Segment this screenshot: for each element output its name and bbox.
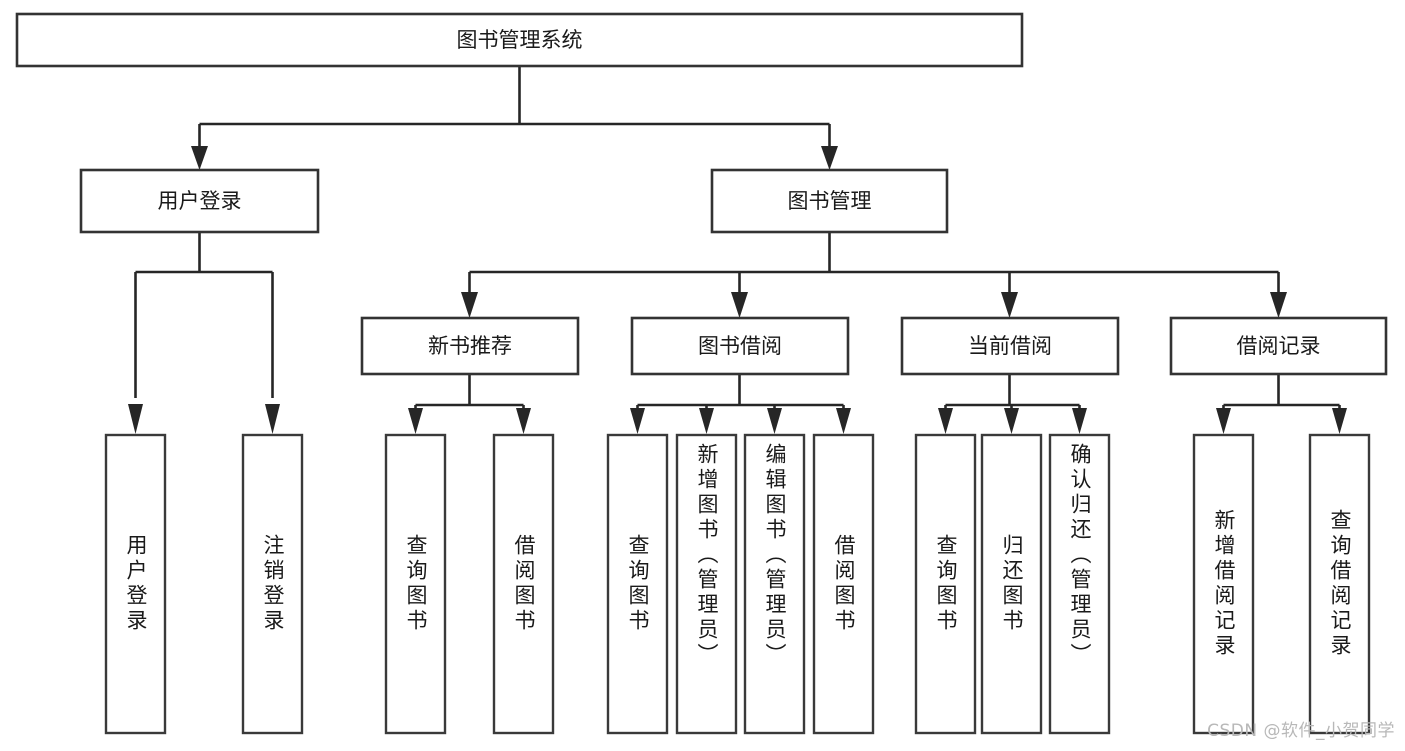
node-borrow-record-label: 借阅记录 [1237, 334, 1321, 358]
leaf-return-book-box[interactable] [980, 433, 1043, 735]
arrow-head-leaf-query-book-1 [408, 408, 423, 434]
node-book-borrow-label: 图书借阅 [698, 334, 782, 358]
arrow-head-book-borrow [731, 292, 748, 318]
connector-layer [128, 66, 1347, 434]
leaf-borrow-book-1-box[interactable] [492, 433, 555, 735]
arrow-head-leaf-borrow-book-2 [836, 408, 851, 434]
leaf-query-book-3-box[interactable] [914, 433, 977, 735]
node-user-login-box[interactable] [79, 168, 320, 234]
node-borrow-record-box[interactable] [1169, 316, 1388, 376]
node-current-borrow-box[interactable] [900, 316, 1120, 376]
node-root-box[interactable] [15, 12, 1024, 68]
arrow-head-leaf-user-login [128, 404, 143, 434]
arrow-head-leaf-logout [265, 404, 280, 434]
node-current-borrow[interactable]: 当前借阅 [900, 316, 1120, 376]
node-new-book-rec-box[interactable] [360, 316, 580, 376]
arrow-head-leaf-confirm-return [1072, 408, 1087, 434]
arrow-head-user-login [191, 146, 208, 170]
arrow-head-borrow-record [1270, 292, 1287, 318]
leaf-query-book-1-box[interactable] [384, 433, 447, 735]
node-borrow-record[interactable]: 借阅记录 [1169, 316, 1388, 376]
leaf-logout-box[interactable] [241, 433, 304, 735]
leaf-confirm-return-box[interactable] [1048, 433, 1111, 735]
node-user-login-label: 用户登录 [158, 189, 242, 213]
leaf-query-record-box[interactable] [1308, 433, 1371, 735]
arrow-head-leaf-borrow-book-1 [516, 408, 531, 434]
leaf-edit-book-box[interactable] [743, 433, 806, 735]
leaf-add-book-box[interactable] [675, 433, 738, 735]
node-new-book-rec[interactable]: 新书推荐 [360, 316, 580, 376]
csdn-watermark: CSDN @软件_小贺同学 [1207, 721, 1395, 741]
node-book-borrow-box[interactable] [630, 316, 850, 376]
leaf-boxes-layer [104, 433, 1371, 735]
node-root-label: 图书管理系统 [457, 28, 583, 52]
node-book-manage-box[interactable] [710, 168, 949, 234]
arrow-head-leaf-edit-book [767, 408, 782, 434]
node-book-manage[interactable]: 图书管理 [710, 168, 949, 234]
arrow-head-new-book-rec [461, 292, 478, 318]
node-root[interactable]: 图书管理系统 [15, 12, 1024, 68]
leaf-add-record-box[interactable] [1192, 433, 1255, 735]
arrow-head-leaf-add-record [1216, 408, 1231, 434]
node-user-login[interactable]: 用户登录 [79, 168, 320, 234]
leaf-user-login-box[interactable] [104, 433, 167, 735]
node-current-borrow-label: 当前借阅 [968, 334, 1052, 358]
arrow-head-leaf-return-book [1004, 408, 1019, 434]
arrow-head-leaf-query-record [1332, 408, 1347, 434]
node-book-borrow[interactable]: 图书借阅 [630, 316, 850, 376]
arrow-head-current-borrow [1001, 292, 1018, 318]
leaf-query-book-2-box[interactable] [606, 433, 669, 735]
leaf-borrow-book-2-box[interactable] [812, 433, 875, 735]
node-new-book-rec-label: 新书推荐 [428, 334, 512, 358]
arrow-head-leaf-query-book-2 [630, 408, 645, 434]
arrow-head-leaf-query-book-3 [938, 408, 953, 434]
node-book-manage-label: 图书管理 [788, 189, 872, 213]
arrow-head-book-manage [821, 146, 838, 170]
arrow-head-leaf-add-book [699, 408, 714, 434]
